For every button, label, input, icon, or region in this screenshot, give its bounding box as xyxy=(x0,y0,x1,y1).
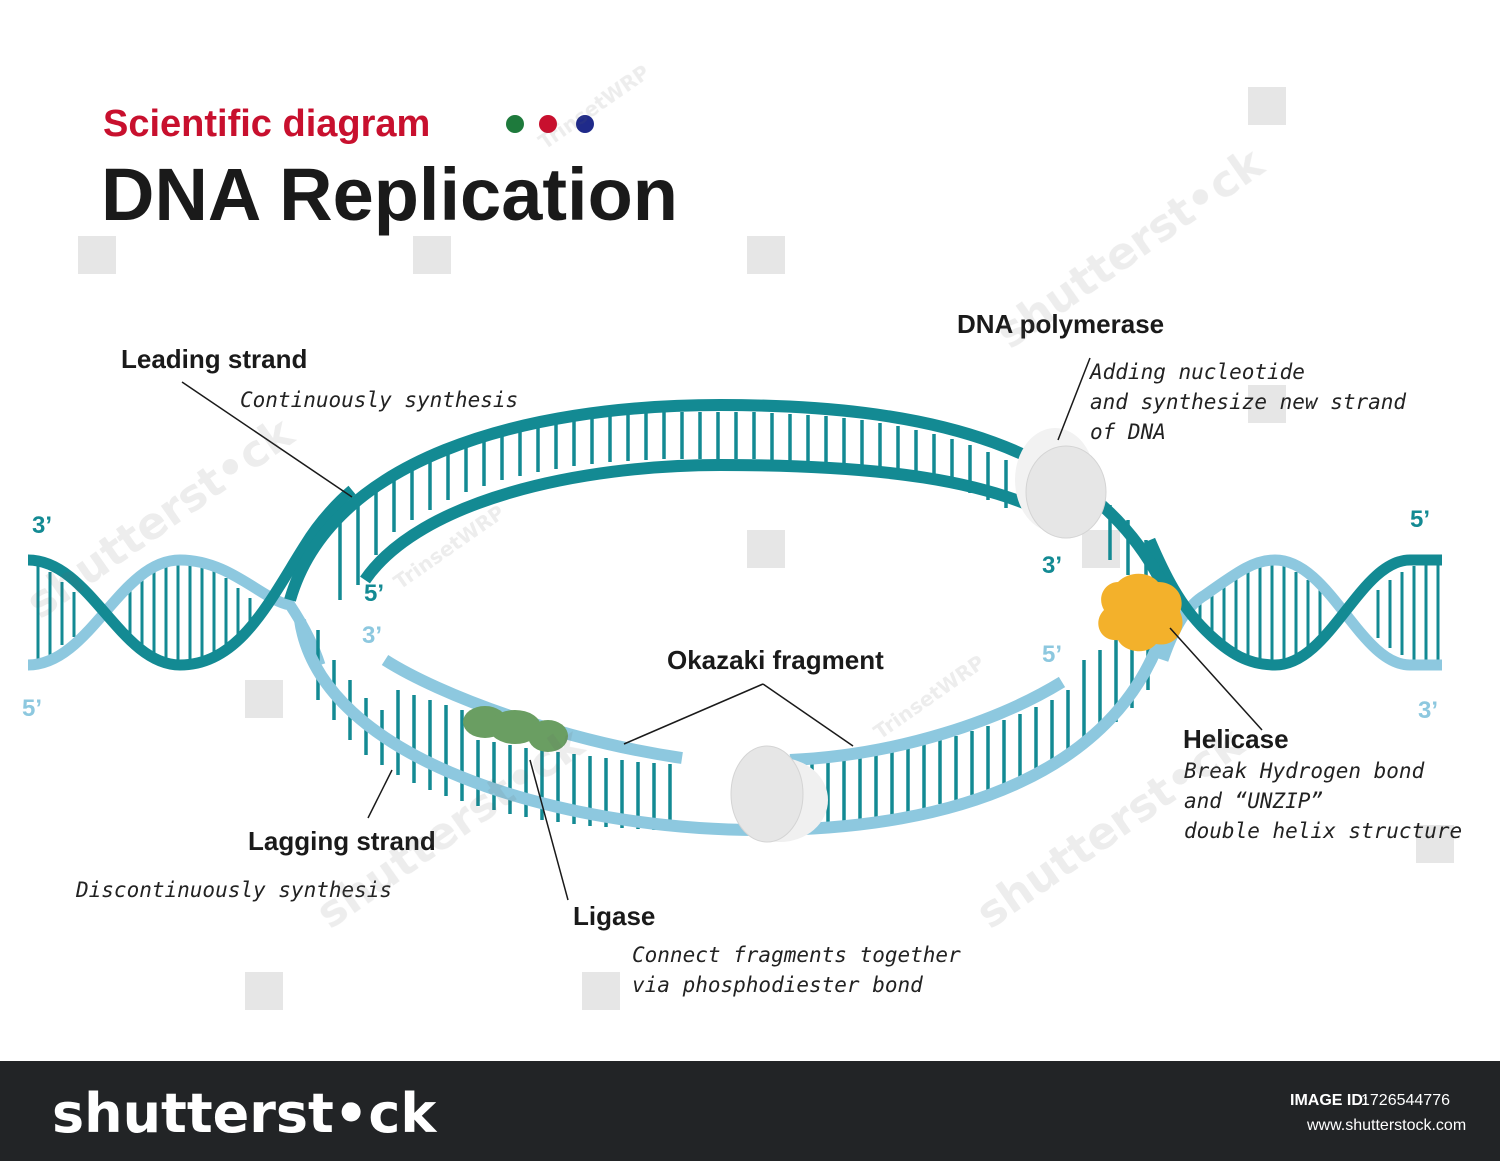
helicase-label: Helicase xyxy=(1183,724,1289,754)
footer-image-id-label: IMAGE ID: xyxy=(1290,1092,1368,1109)
blue-dot xyxy=(576,115,594,133)
right-bottom-end-label: 3’ xyxy=(1418,697,1438,724)
lagging-strand-description: Discontinuously synthesis xyxy=(75,878,392,902)
helicase-icon xyxy=(1098,573,1183,652)
leading-new-3-end-label: 3’ xyxy=(1042,552,1062,579)
helicase-description-line-1: Break Hydrogen bond xyxy=(1184,759,1425,783)
ligase-description-line-2: via phosphodiester bond xyxy=(632,973,923,997)
diagram-subtitle: Scientific diagram xyxy=(103,103,430,145)
dna-polymerase-upper-icon xyxy=(1015,428,1107,539)
polymerase-description-line-3: of DNA xyxy=(1090,420,1166,444)
polymerase-description-line-2: and synthesize new strand xyxy=(1090,390,1406,414)
watermark-icons xyxy=(78,87,1454,1010)
footer-brand-logo: shutterst•ck xyxy=(52,1082,437,1145)
footer-brand-mark: ® xyxy=(344,1099,355,1115)
svg-text:TrinsetWRP: TrinsetWRP xyxy=(534,60,654,154)
leading-strand-description: Continuously synthesis xyxy=(240,388,518,412)
lagging-new-3-end-label: 3’ xyxy=(362,622,382,649)
footer-url: www.shutterstock.com xyxy=(1306,1117,1466,1134)
leading-strand-label: Leading strand xyxy=(121,344,307,374)
ligase-label: Ligase xyxy=(573,901,655,931)
left-top-end-label: 3’ xyxy=(32,512,52,539)
footer-bar xyxy=(0,1061,1500,1161)
leading-new-5-end-label: 5’ xyxy=(364,580,384,607)
okazaki-fragment-label: Okazaki fragment xyxy=(667,645,884,675)
lagging-strand-label: Lagging strand xyxy=(248,826,436,856)
right-double-helix xyxy=(1144,537,1442,671)
right-top-end-label: 5’ xyxy=(1410,506,1430,533)
left-bottom-end-label: 5’ xyxy=(22,695,42,722)
leader-lines xyxy=(181,357,1263,901)
red-dot xyxy=(539,115,557,133)
green-dot xyxy=(506,115,524,133)
diagram-title: DNA Replication xyxy=(101,153,678,236)
lagging-new-5-end-label: 5’ xyxy=(1042,641,1062,668)
footer-image-id: 1726544776 xyxy=(1361,1092,1450,1109)
helicase-description-line-2: and “UNZIP” xyxy=(1184,789,1323,813)
ligase-description-line-1: Connect fragments together xyxy=(632,943,961,967)
dna-polymerase-lower-icon xyxy=(730,745,828,843)
helicase-description-line-3: double helix structure xyxy=(1184,819,1462,843)
dna-polymerase-label: DNA polymerase xyxy=(957,309,1164,339)
ligase-icon xyxy=(463,706,568,752)
polymerase-description-line-1: Adding nucleotide xyxy=(1088,360,1305,384)
